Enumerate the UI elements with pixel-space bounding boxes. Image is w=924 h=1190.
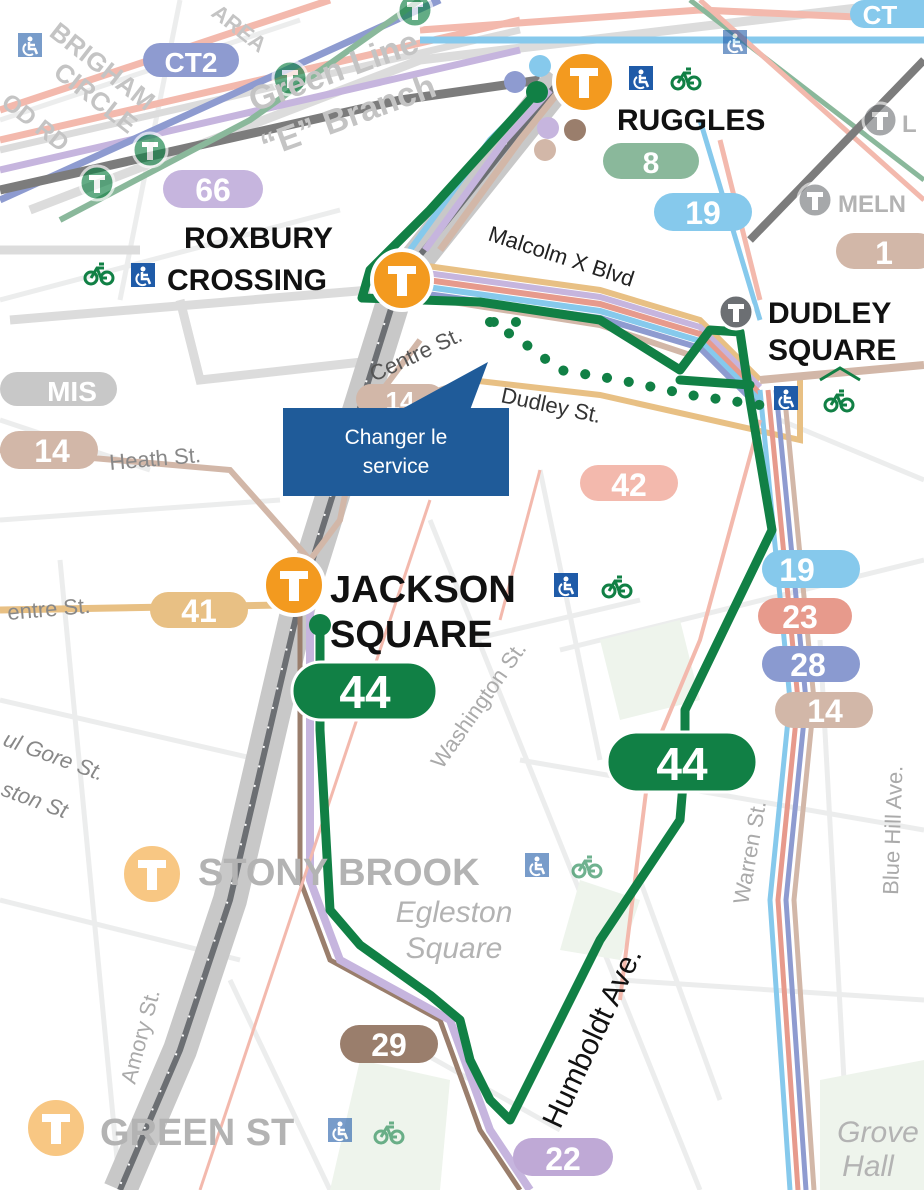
ruggles-terminal-dots — [504, 55, 586, 161]
route-shield-19-b: 19 — [762, 550, 860, 588]
street-label-ston: ston St — [0, 776, 72, 823]
callout-pointer — [400, 362, 488, 410]
route-shield-42: 42 — [580, 465, 678, 503]
place-label-egleston-1: Egleston — [396, 896, 513, 929]
svg-text:MIS: MIS — [47, 376, 97, 407]
bike-shelter-icon — [819, 366, 861, 382]
route-shield-41: 41 — [150, 592, 248, 629]
t-station-melnea — [796, 181, 834, 219]
svg-text:19: 19 — [779, 552, 815, 588]
t-station-jackson — [262, 553, 326, 617]
street-label-gore: ul Gore St. — [0, 726, 107, 785]
bike-icon — [823, 389, 855, 413]
station-label-dudley-1: DUDLEY — [768, 297, 891, 330]
station-label-stony-brook: STONY BROOK — [198, 852, 480, 894]
bike-icon — [601, 575, 633, 599]
street-label-centre-left: entre St. — [6, 593, 91, 625]
svg-text:44: 44 — [656, 738, 708, 790]
t-station-dudley — [717, 293, 755, 331]
street-label-blue-hill: Blue Hill Ave. — [878, 765, 907, 895]
svg-text:22: 22 — [545, 1141, 581, 1177]
svg-text:1: 1 — [875, 235, 893, 271]
route-shield-28: 28 — [762, 646, 860, 683]
bike-icon — [571, 855, 603, 879]
route-shield-29: 29 — [340, 1025, 438, 1063]
green-line-stop-2 — [131, 131, 169, 169]
accessible-icon — [129, 261, 157, 289]
route-shield-8: 8 — [603, 143, 699, 180]
svg-text:19: 19 — [685, 195, 721, 231]
accessible-icon — [627, 64, 655, 92]
svg-text:28: 28 — [790, 647, 826, 683]
callout-text-line-1: Changer le — [344, 426, 448, 449]
svg-text:14: 14 — [34, 433, 70, 469]
street-label-washington: Washington St. — [426, 637, 532, 773]
route-44-terminal-ruggles — [526, 81, 548, 103]
route-44-detour-dotted — [485, 317, 765, 410]
route-shield-14-a: 14 — [0, 431, 98, 469]
svg-text:42: 42 — [611, 467, 647, 503]
route-44-terminal-jackson — [309, 614, 331, 636]
route-shield-44-b: 44 — [605, 730, 759, 794]
t-station-stony-brook — [120, 842, 184, 906]
route-shield-ct1: CT — [850, 0, 924, 30]
route-shield-23: 23 — [758, 598, 852, 635]
svg-text:66: 66 — [195, 172, 231, 208]
accessible-icon — [552, 571, 580, 599]
station-label-melnea: MELN — [838, 191, 906, 218]
route-shield-44-a: 44 — [290, 660, 439, 722]
station-label-jackson-2: SQUARE — [330, 614, 493, 656]
accessible-icon — [523, 851, 551, 879]
route-shield-19-a: 19 — [654, 193, 752, 231]
route-44-line — [315, 87, 777, 1125]
place-label-grove-2: Hall — [842, 1150, 895, 1183]
bike-icon — [670, 67, 702, 91]
accessible-icon — [721, 28, 749, 56]
green-line-stop-3 — [78, 164, 116, 202]
station-label-roxbury-1: ROXBURY — [184, 222, 333, 255]
svg-text:CT: CT — [863, 0, 898, 30]
street-label-warren: Warren St. — [728, 799, 771, 906]
place-labels: Egleston Square Grove Hall — [396, 896, 919, 1183]
place-label-grove-1: Grove — [837, 1116, 919, 1149]
route-shield-1: 1 — [836, 233, 924, 271]
t-station-green-st — [24, 1096, 88, 1160]
station-label-ruggles-right: L — [902, 111, 917, 138]
svg-text:14: 14 — [807, 693, 843, 729]
warren-corridor — [618, 119, 817, 1190]
accessible-icon — [16, 31, 44, 59]
route-shield-22: 22 — [513, 1138, 613, 1177]
green-line-stop-1 — [271, 59, 309, 97]
callout-text-line-2: service — [362, 455, 430, 478]
route-shield-ct2: CT2 — [143, 43, 239, 78]
t-station-ruggles-right — [861, 101, 899, 139]
station-label-jackson-1: JACKSON — [330, 569, 516, 611]
green-line-stop-4 — [396, 0, 434, 29]
svg-text:CT2: CT2 — [165, 47, 218, 78]
station-label-roxbury-2: CROSSING — [167, 264, 327, 297]
station-label-ruggles: RUGGLES — [617, 104, 765, 137]
station-label-green-st: GREEN ST — [100, 1112, 294, 1154]
route-shield-66: 66 — [163, 170, 263, 208]
place-label-egleston-2: Square — [406, 932, 503, 965]
svg-text:8: 8 — [643, 147, 660, 180]
street-label-heath: Heath St. — [108, 442, 202, 475]
station-label-dudley-2: SQUARE — [768, 334, 896, 367]
svg-text:23: 23 — [782, 599, 818, 635]
svg-text:41: 41 — [181, 593, 217, 629]
accessible-icon — [772, 384, 800, 412]
service-change-callout: Changer le service — [283, 408, 509, 496]
t-station-ruggles — [552, 50, 616, 114]
street-label-malcolm: Malcolm X Blvd — [485, 221, 637, 292]
svg-text:44: 44 — [339, 666, 391, 718]
accessible-icon — [326, 1116, 354, 1144]
t-station-roxbury — [370, 248, 434, 312]
svg-text:29: 29 — [371, 1027, 407, 1063]
park-areas — [330, 620, 924, 1190]
route-shield-14-c: 14 — [775, 692, 873, 729]
station-labels: RUGGLES ROXBURY CROSSING DUDLEY SQUARE J… — [100, 104, 917, 1154]
route-shield-mis: MIS — [0, 372, 117, 407]
